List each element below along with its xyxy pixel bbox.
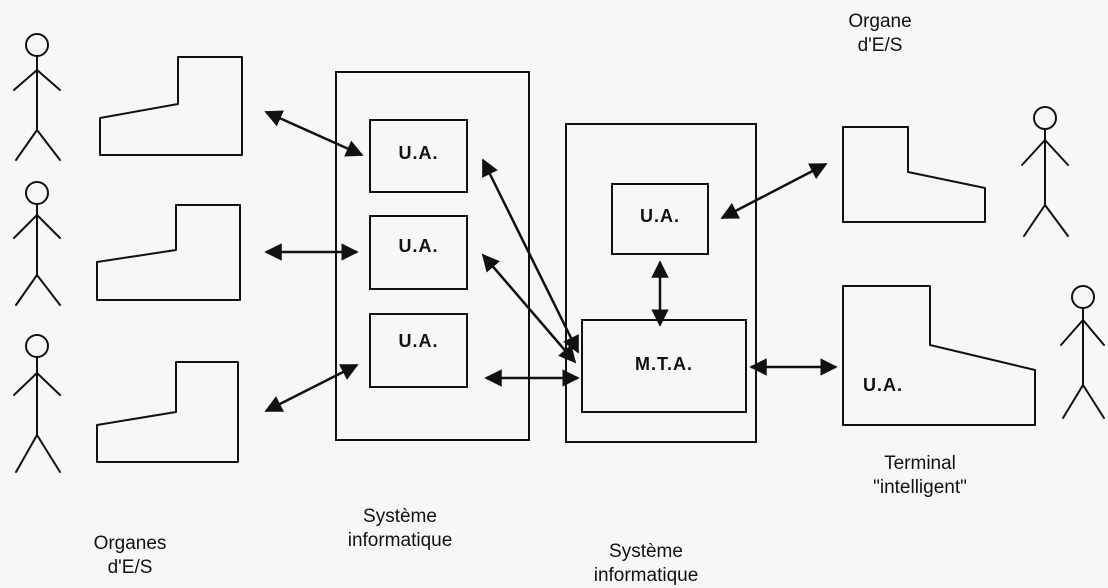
organe-caption-top-right: Organe d'E/S bbox=[830, 10, 930, 58]
ua-box-1 bbox=[369, 119, 468, 193]
arrow-ua4-terminal bbox=[720, 162, 828, 220]
terminal-shape-2 bbox=[96, 204, 241, 301]
terminal-intelligent-shape bbox=[842, 285, 1036, 426]
user-figure-4 bbox=[1021, 106, 1069, 237]
arrow-ua1-mta bbox=[481, 158, 580, 354]
ua-label-4: U.A. bbox=[640, 206, 680, 226]
ua-box-2 bbox=[369, 215, 468, 290]
organes-caption-bottom-left: Organes d'E/S bbox=[70, 532, 190, 580]
systeme-2-line-2: informatique bbox=[593, 565, 699, 586]
ua-label-1: U.A. bbox=[398, 143, 439, 163]
ua-label-terminal: U.A. bbox=[863, 375, 903, 395]
terminal-shape-3 bbox=[96, 361, 239, 463]
arrow-ua2-mta bbox=[481, 253, 577, 364]
user-figure-5 bbox=[1060, 285, 1105, 419]
systeme-1-line-2: informatique bbox=[347, 530, 453, 551]
terminal-line-1: Terminal bbox=[884, 453, 956, 474]
organe-line-2: d'E/S bbox=[857, 35, 903, 56]
systeme-informatique-2-caption: Système informatique bbox=[576, 540, 716, 588]
user-figure-1 bbox=[13, 33, 61, 161]
terminal-line-2: "intelligent" bbox=[873, 477, 967, 498]
user-figure-3 bbox=[13, 334, 61, 473]
ua-box-3 bbox=[369, 313, 468, 388]
ua-box-4 bbox=[611, 183, 709, 255]
terminal-caption: Terminal "intelligent" bbox=[855, 452, 985, 500]
ua-label-3: U.A. bbox=[398, 331, 439, 351]
terminal-shape-1 bbox=[99, 56, 243, 156]
arrow-t3-ua3 bbox=[264, 363, 359, 413]
systeme-1-line-1: Système bbox=[363, 506, 437, 527]
mta-label: M.T.A. bbox=[635, 354, 693, 374]
ua-label-2: U.A. bbox=[398, 236, 439, 256]
user-figure-2 bbox=[13, 181, 61, 306]
organe-line-1: Organe bbox=[848, 11, 912, 32]
organes-line-2: d'E/S bbox=[107, 557, 153, 578]
terminal-shape-4 bbox=[842, 126, 986, 223]
systeme-2-line-1: Système bbox=[609, 541, 683, 562]
arrow-t1-ua1 bbox=[264, 110, 364, 157]
organes-line-1: Organes bbox=[93, 533, 167, 554]
systeme-informatique-1-caption: Système informatique bbox=[330, 505, 470, 553]
